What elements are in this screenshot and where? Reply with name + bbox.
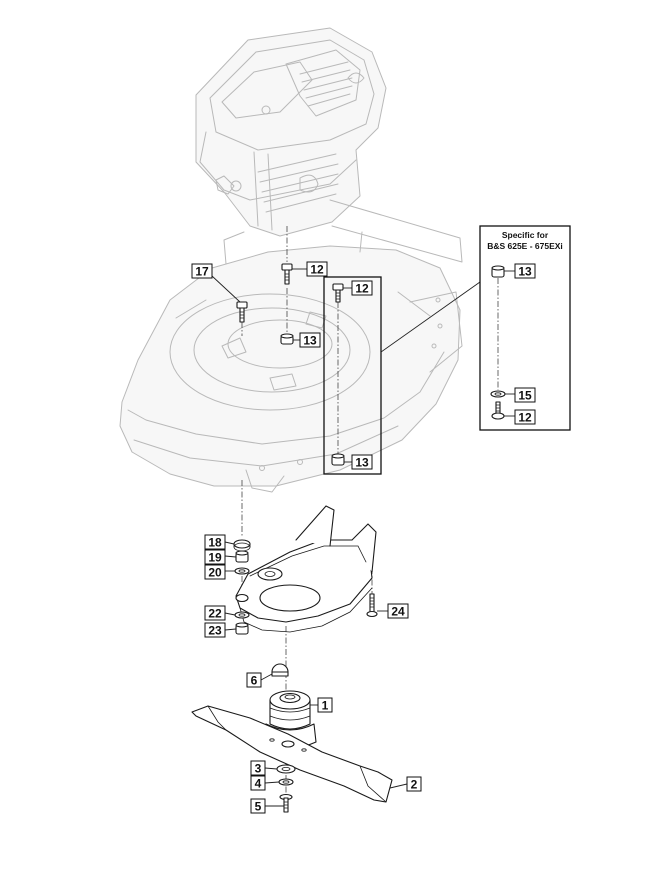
callout-17: 17 [191,263,213,279]
callout-5: 5 [250,798,266,814]
upper-washer-stack [233,539,251,575]
svg-text:13: 13 [303,334,317,348]
svg-text:22: 22 [208,607,222,621]
svg-text:2: 2 [411,778,418,792]
svg-text:17: 17 [195,265,209,279]
specific-note-line-2: B&S 625E - 675EXi [487,241,563,251]
specific-variant-box: Specific for B&S 625E - 675EXi [479,225,571,431]
mower-blade-2 [191,705,393,803]
callout-13-center: 13 [299,332,321,348]
callout-1: 1 [317,697,333,713]
svg-text:6: 6 [251,674,258,688]
bolt-12-frame-icon [332,283,344,303]
blade-fastener-stack [276,764,296,813]
screw-24-icon [366,593,378,618]
callout-19: 19 [204,549,226,565]
variant-bolt-12-icon [491,401,505,420]
svg-text:18: 18 [208,536,222,550]
engine-illustration [195,27,463,263]
part-22-icon [234,611,250,619]
part-19-icon [235,550,249,563]
key-6-icon [271,663,289,677]
svg-text:12: 12 [355,282,369,296]
svg-text:1: 1 [322,699,329,713]
washer-3-icon [276,764,296,774]
svg-text:12: 12 [518,411,532,425]
nut-13-icon [280,333,294,345]
svg-text:13: 13 [355,456,369,470]
callout-13-variant: 13 [514,263,536,279]
callout-24: 24 [387,603,409,619]
svg-text:13: 13 [518,265,532,279]
bolt-5-icon [279,793,293,813]
bolt-12-icon [281,263,293,285]
callout-12-frame: 12 [351,280,373,296]
callout-6: 6 [246,672,262,688]
svg-text:15: 15 [518,389,532,403]
detail-frame [323,276,382,475]
callout-2: 2 [406,776,422,792]
svg-text:3: 3 [255,762,262,776]
callout-22: 22 [204,605,226,621]
nut-13-frame-icon [331,453,345,466]
washer-4-icon [278,778,294,786]
svg-text:12: 12 [310,263,324,277]
detail-link-line [380,281,481,353]
svg-text:24: 24 [391,605,405,619]
part-18-icon [233,539,251,552]
variant-nut-13-icon [491,265,505,278]
callout-4: 4 [250,775,266,791]
callout-12-center: 12 [306,261,328,277]
blade-holder-plate [235,505,377,633]
svg-text:5: 5 [255,800,262,814]
callout-leaders [211,268,515,807]
callout-20: 20 [204,564,226,580]
part-20-icon [234,567,250,575]
specific-note-line-1: Specific for [502,230,549,240]
mower-deck-illustration [119,231,463,493]
callout-18: 18 [204,534,226,550]
svg-text:19: 19 [208,551,222,565]
callout-15-variant: 15 [514,387,536,403]
lower-washer-stack [234,611,250,635]
svg-text:4: 4 [255,777,262,791]
callout-labels: 17 12 13 12 13 13 15 12 [191,261,536,814]
callout-3: 3 [250,760,266,776]
variant-washer-15-icon [490,390,506,398]
callout-23: 23 [204,622,226,638]
callout-13-frame: 13 [351,454,373,470]
bolt-17-icon [236,301,248,323]
callout-12-variant: 12 [514,409,536,425]
blade-hub-1 [263,690,317,749]
part-23-icon [235,622,249,635]
svg-text:20: 20 [208,566,222,580]
svg-text:23: 23 [208,624,222,638]
